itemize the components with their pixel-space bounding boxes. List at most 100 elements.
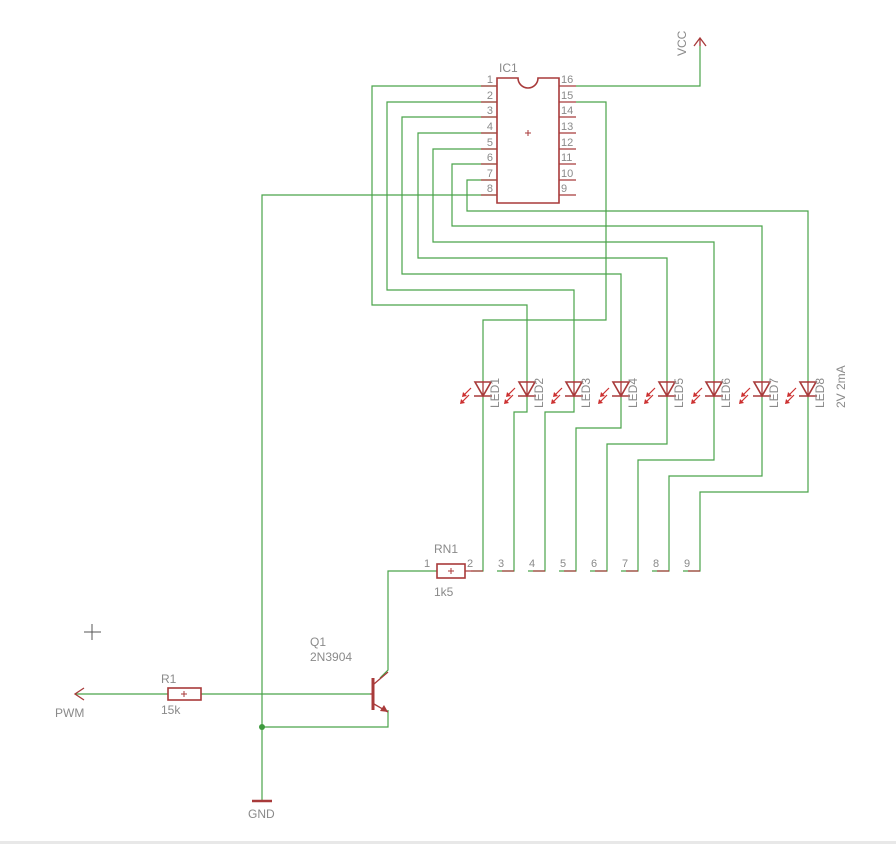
ic1-body bbox=[496, 77, 560, 204]
led-triangle-icon bbox=[611, 381, 631, 398]
led-4: LED4 bbox=[598, 378, 640, 408]
q1-collector-lead bbox=[373, 671, 389, 685]
pwm-input-symbol: PWM bbox=[55, 687, 85, 720]
q1-name: Q1 bbox=[310, 635, 326, 649]
rn1-pin-label: 9 bbox=[684, 558, 690, 570]
vcc-label: VCC bbox=[675, 30, 689, 56]
rn1-pin-label: 3 bbox=[498, 558, 504, 570]
led-emission-arrow-icon bbox=[506, 392, 511, 397]
led-emission-arrow-icon bbox=[693, 392, 698, 397]
ic1-pin-label: 1 bbox=[487, 74, 493, 86]
led-emission-arrow-icon bbox=[785, 399, 790, 404]
rn1-pin-label: 6 bbox=[591, 558, 597, 570]
origin-crosshair-icon bbox=[84, 624, 101, 640]
led-name: LED6 bbox=[719, 378, 733, 408]
led-emission-arrow-icon bbox=[553, 392, 558, 397]
wire-pin5 bbox=[432, 148, 715, 381]
ic1-pin-label: 8 bbox=[487, 183, 493, 195]
led-name: LED2 bbox=[532, 378, 546, 408]
ic1-pin-leads bbox=[481, 85, 576, 196]
wire-led1-cathode bbox=[473, 397, 484, 572]
rn1-pin-label: 5 bbox=[560, 558, 566, 570]
led-name: LED4 bbox=[626, 378, 640, 408]
rn1-origin-icon bbox=[448, 568, 454, 574]
led-name: LED5 bbox=[672, 378, 686, 408]
wire-led2-cathode bbox=[497, 397, 528, 572]
led-triangle-icon bbox=[564, 381, 584, 398]
r1-value: 15k bbox=[161, 703, 181, 717]
led-name: LED8 bbox=[813, 378, 827, 408]
ic1-pin-label: 7 bbox=[487, 168, 493, 180]
led-triangle-icon bbox=[704, 381, 724, 398]
led-5: LED5 bbox=[644, 378, 686, 408]
led-2: LED2 bbox=[504, 378, 546, 408]
led-emission-arrow-icon bbox=[598, 399, 603, 404]
rn1-name: RN1 bbox=[434, 542, 458, 556]
led-triangle-icon bbox=[517, 381, 537, 398]
led-emission-arrow-icon bbox=[600, 392, 605, 397]
led-triangle-icon bbox=[798, 381, 818, 398]
wire-led7-cathode bbox=[652, 397, 763, 572]
r1-name: R1 bbox=[161, 672, 177, 686]
vcc-symbol: VCC bbox=[675, 30, 707, 56]
led-emission-arrow-icon bbox=[646, 392, 651, 397]
led-emission-arrow-icon bbox=[739, 399, 744, 404]
led-1: LED1 bbox=[460, 378, 502, 408]
wire-network bbox=[75, 46, 809, 800]
ic1-pin-label: 15 bbox=[561, 90, 573, 102]
ic1-pin-label: 13 bbox=[561, 121, 573, 133]
led-triangle-icon bbox=[752, 381, 772, 398]
led-emission-arrow-icon bbox=[462, 392, 467, 397]
junction-dot bbox=[259, 724, 265, 730]
rn1-value: 1k5 bbox=[434, 585, 454, 599]
pwm-arrow-icon bbox=[73, 687, 85, 701]
led-8: LED8 bbox=[785, 378, 827, 408]
wire-led8-cathode bbox=[683, 397, 809, 572]
rn1-pin-label: 7 bbox=[622, 558, 628, 570]
ic1-pin-label: 4 bbox=[487, 121, 493, 133]
pwm-label: PWM bbox=[55, 706, 84, 720]
led-name: LED3 bbox=[579, 378, 593, 408]
wire-pin15 bbox=[482, 101, 607, 381]
led-triangle-icon bbox=[657, 381, 677, 398]
led-emission-arrow-icon bbox=[644, 399, 649, 404]
gnd-symbol: GND bbox=[248, 799, 275, 821]
led-emission-arrow-icon bbox=[551, 399, 556, 404]
led8-value: 2V 2mA bbox=[834, 365, 848, 408]
ic1-pin-label: 5 bbox=[487, 137, 493, 149]
wire-pin6 bbox=[451, 163, 763, 381]
led-name: LED1 bbox=[488, 378, 502, 408]
ic1-pin-label: 9 bbox=[561, 183, 567, 195]
ic1-name: IC1 bbox=[499, 61, 518, 75]
wire-led4-cathode bbox=[559, 397, 622, 572]
wire-pin1 bbox=[371, 85, 528, 381]
led-triangle-icon bbox=[473, 381, 493, 398]
ic1-pin-label: 10 bbox=[561, 168, 573, 180]
q1-emitter-arrow-icon bbox=[380, 705, 388, 712]
wire-emitter-gnd bbox=[262, 710, 389, 728]
rn1-pin-label: 8 bbox=[653, 558, 659, 570]
ic1-pin-label: 14 bbox=[561, 105, 573, 117]
led-emission-arrow-icon bbox=[460, 399, 465, 404]
rn1-pin-label: 2 bbox=[467, 558, 473, 570]
q1-transistor-symbol bbox=[370, 671, 389, 713]
ic1-origin-icon bbox=[525, 130, 531, 136]
gnd-label: GND bbox=[248, 807, 275, 821]
ic1-pin-label: 6 bbox=[487, 152, 493, 164]
wire-pin3 bbox=[401, 116, 622, 381]
page-bottom-border bbox=[0, 841, 896, 844]
r1-body bbox=[167, 687, 202, 701]
ic1-pin-label: 16 bbox=[561, 74, 573, 86]
ic1-pin-label: 12 bbox=[561, 137, 573, 149]
led-emission-arrow-icon bbox=[741, 392, 746, 397]
led-6: LED6 bbox=[691, 378, 733, 408]
led-emission-arrow-icon bbox=[691, 399, 696, 404]
wire-led3-cathode bbox=[528, 397, 575, 572]
wire-rn1-collector bbox=[379, 570, 437, 679]
ic1-pin-label: 3 bbox=[487, 105, 493, 117]
